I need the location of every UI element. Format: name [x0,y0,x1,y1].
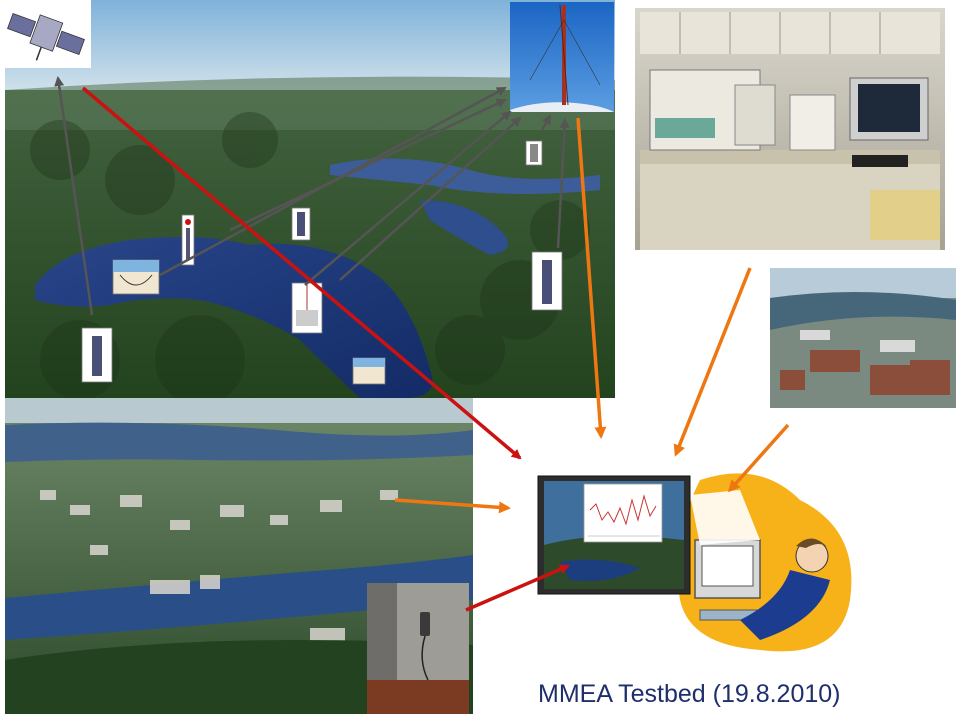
sensor-buoy-icon [292,208,310,240]
sediment-trap-icon [353,358,385,384]
industrial-area-photo [770,268,956,408]
sensor-buoy-icon [292,283,322,333]
sensor-buoy-icon [532,252,562,310]
measurement-mast-icon [510,2,614,112]
monitor-icon [538,476,690,594]
computer-user-icon [678,473,852,651]
sediment-trap-icon [113,260,159,294]
sensor-buoy-icon [82,328,112,382]
satellite-icon [1,0,91,73]
testbed-caption: MMEA Testbed (19.8.2010) [538,680,841,709]
sensor-buoy-icon [526,141,542,165]
wall-sensor-icon [367,583,469,714]
